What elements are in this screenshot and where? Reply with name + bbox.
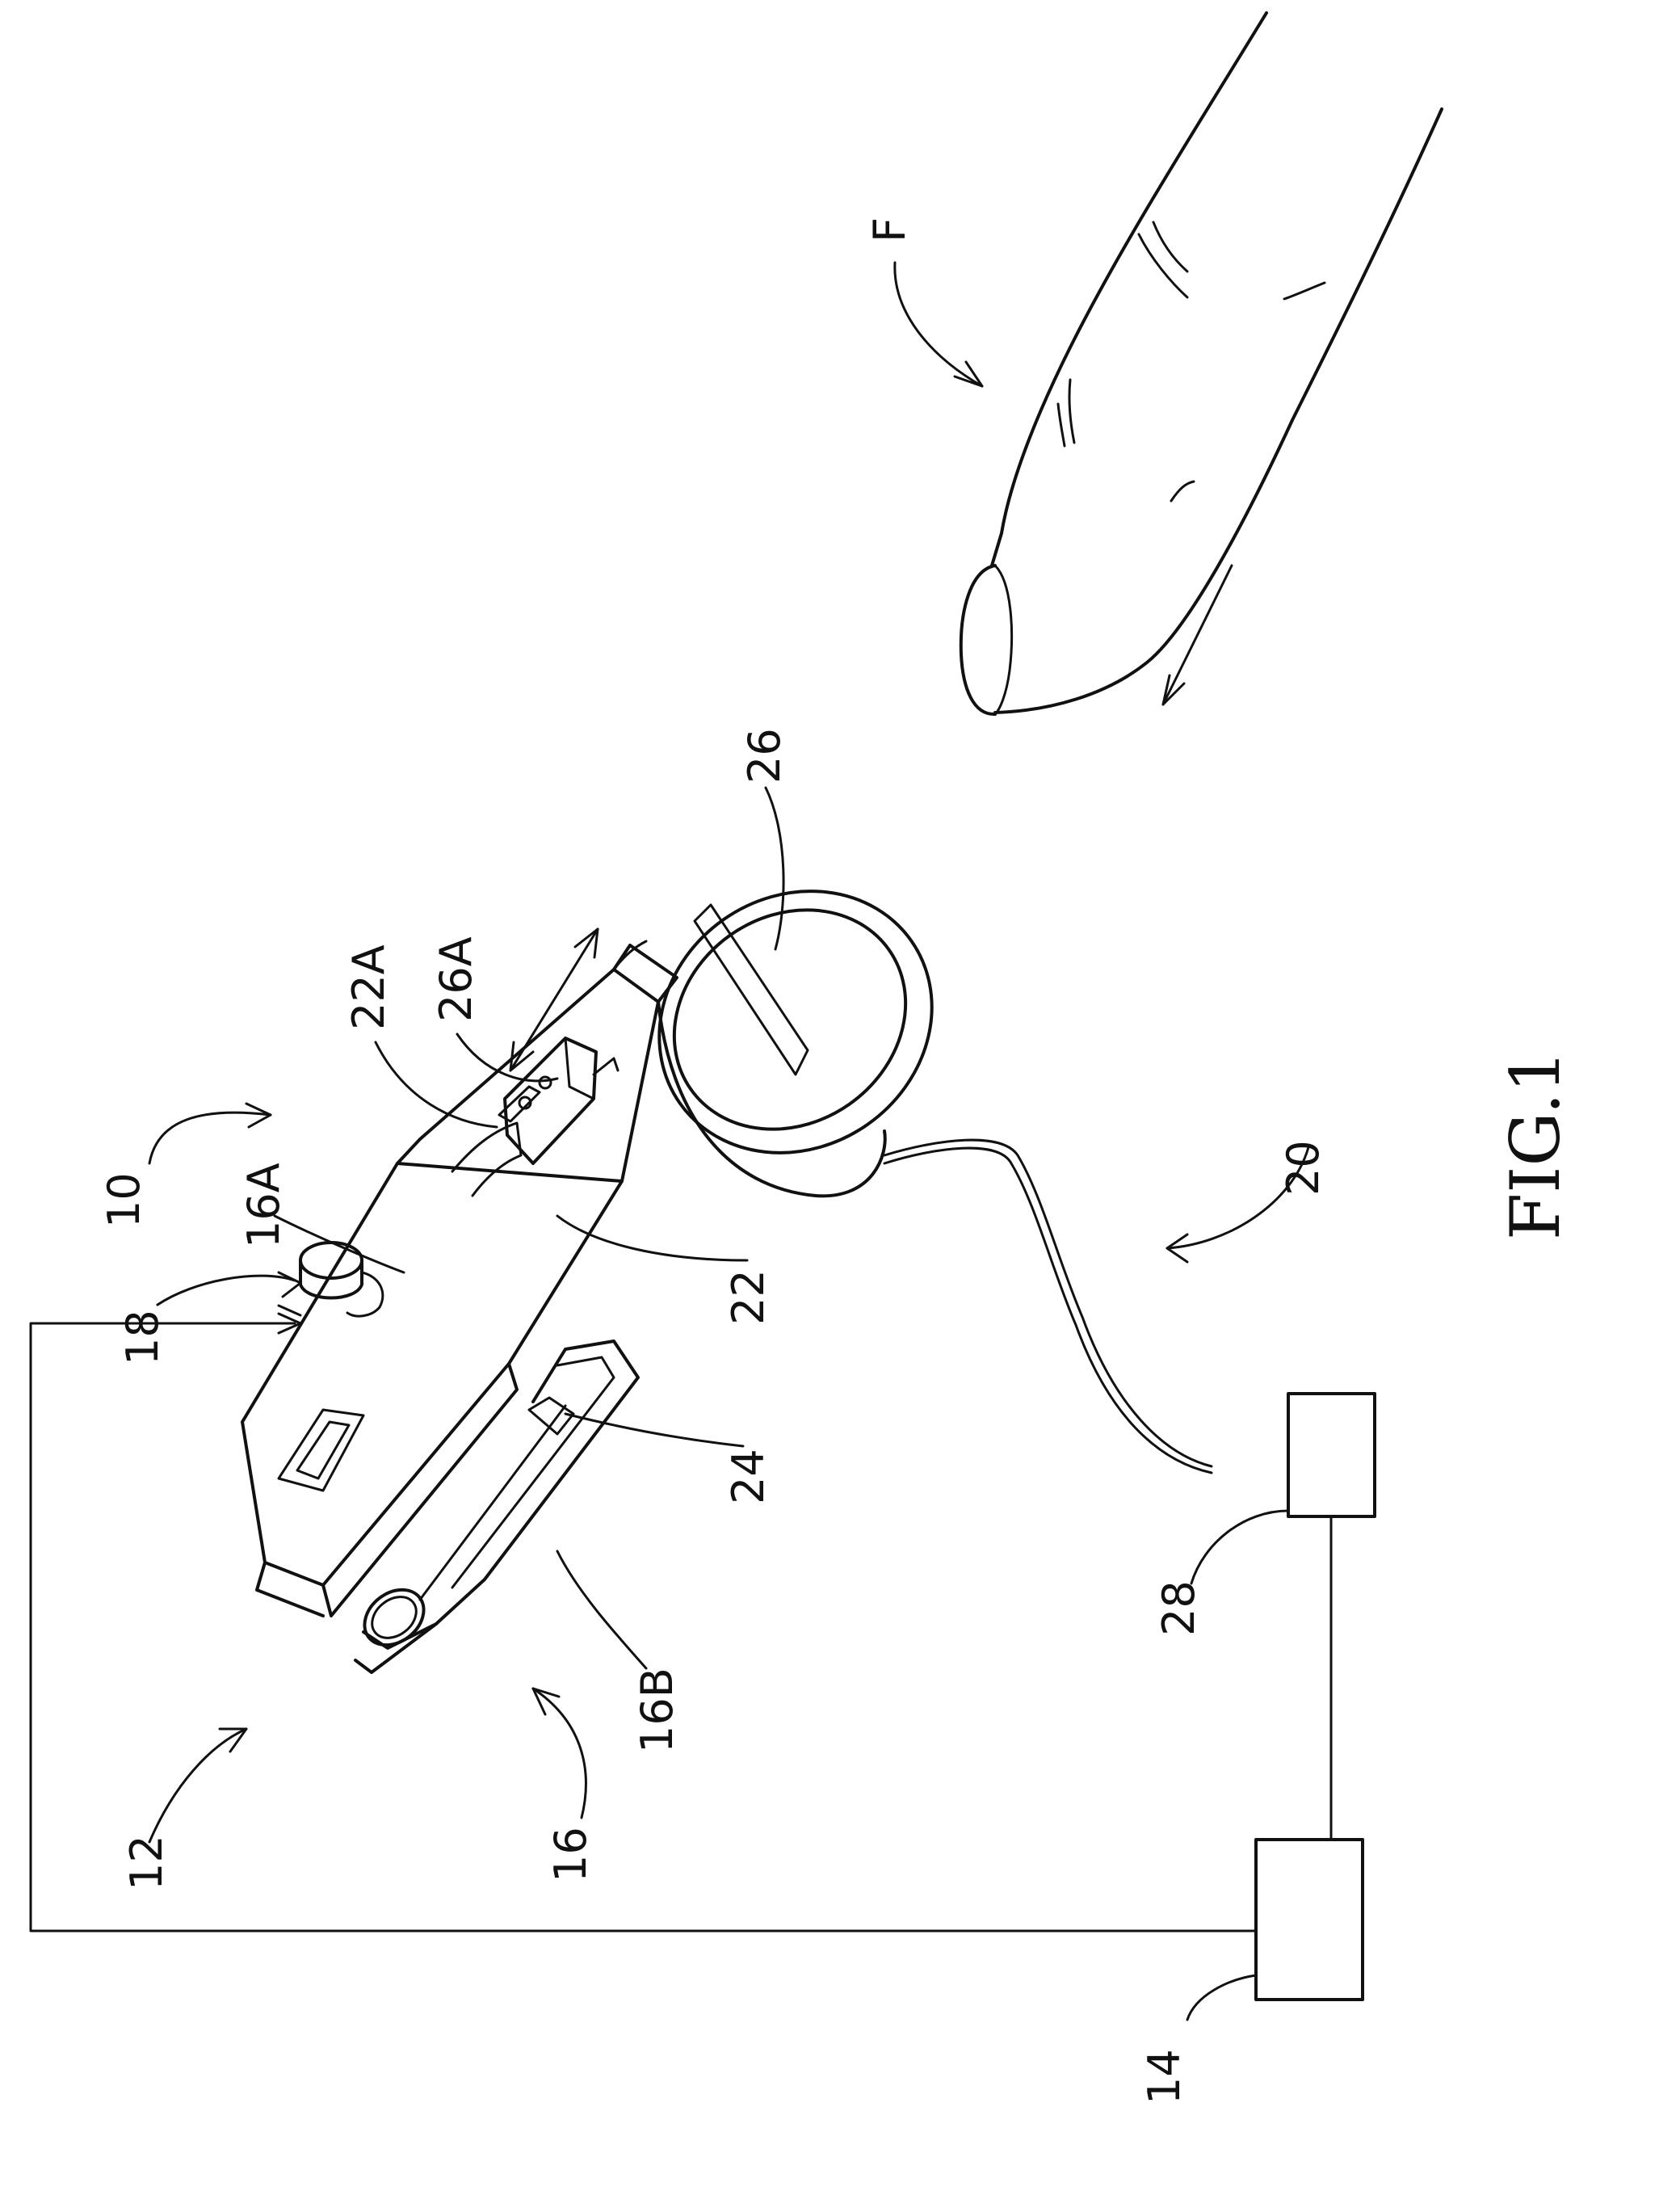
slider-ring-drawing	[397, 839, 983, 1206]
label-28: 28	[1153, 1580, 1204, 1636]
label-22a: 22A	[343, 944, 394, 1030]
reference-labels: 10 12 14 16 16A 16B 18 20 22 22A 24 26 2…	[99, 217, 1575, 2105]
label-26a: 26A	[430, 936, 481, 1022]
finger-drawing	[895, 13, 1442, 714]
label-f: F	[864, 217, 915, 242]
controller-14-box	[1256, 1840, 1363, 2000]
module-28-box	[1288, 1394, 1375, 1516]
label-22: 22	[723, 1269, 774, 1325]
wiring-drawing	[31, 1140, 1375, 2000]
label-20: 20	[1278, 1140, 1329, 1196]
label-14: 14	[1139, 2049, 1190, 2105]
label-16: 16	[545, 1827, 596, 1882]
label-18: 18	[117, 1310, 168, 1365]
label-24: 24	[723, 1449, 774, 1504]
figure-caption: FIG.1	[1496, 1049, 1575, 1240]
label-26: 26	[739, 728, 790, 784]
label-12: 12	[121, 1835, 172, 1890]
label-16a: 16A	[238, 1163, 289, 1248]
label-10: 10	[99, 1172, 149, 1228]
label-16b: 16B	[632, 1668, 682, 1753]
